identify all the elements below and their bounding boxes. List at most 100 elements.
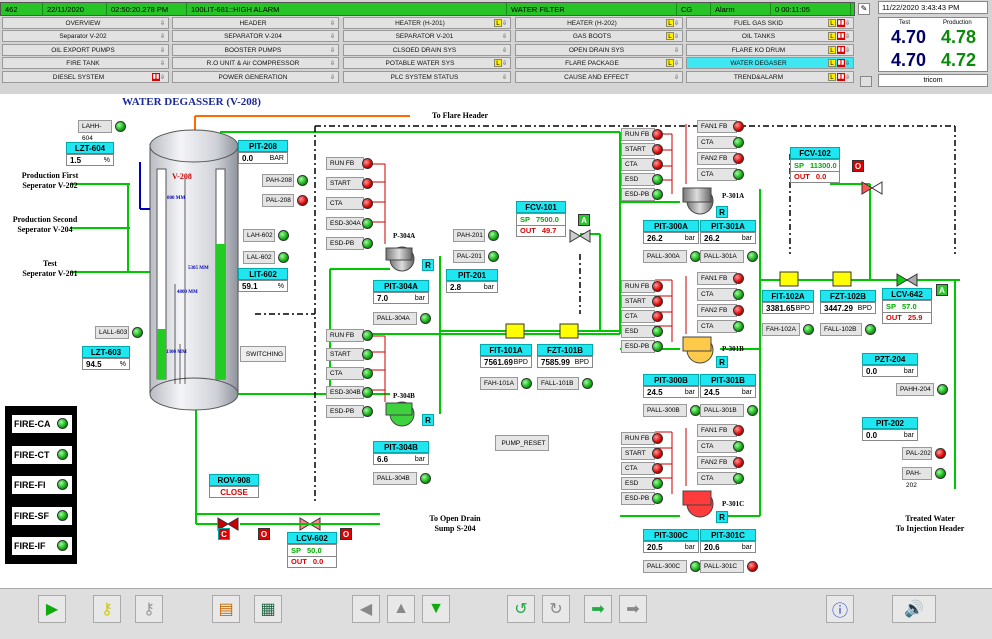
nav-diesel-system[interactable]: DIESEL SYSTEM▮▮⇩ (2, 71, 169, 83)
tag-pit-300a[interactable]: PIT-300A (643, 220, 699, 232)
key-disabled-icon[interactable]: ⚷ (135, 595, 163, 623)
forward-disabled-icon[interactable]: ➡ (619, 595, 647, 623)
mode-badge-fcv-102[interactable]: O (852, 160, 864, 172)
fan-301b-0[interactable]: FAN1 FB (697, 272, 737, 285)
indicator-fall-102b[interactable]: FALL-102B (820, 323, 862, 336)
status-301c-3[interactable]: ESD (621, 477, 655, 490)
status-304a-4[interactable]: ESD-PB (326, 237, 364, 250)
tag-pit-208[interactable]: PIT-208 (238, 140, 288, 152)
report-icon[interactable]: ▦ (254, 595, 282, 623)
status-301a-2[interactable]: CTA (621, 158, 655, 171)
status-301b-0[interactable]: RUN FB (621, 280, 655, 293)
tag-pit-202[interactable]: PIT-202 (862, 417, 918, 429)
indicator-pall-301a[interactable]: PALL-301A (700, 250, 744, 263)
fan-301a-3[interactable]: CTA (697, 168, 737, 181)
nav-arrow-icon[interactable]: ⇩ (673, 20, 679, 27)
redo-icon[interactable]: ↻ (542, 595, 570, 623)
indicator-pal-208[interactable]: PAL-208 (262, 194, 294, 207)
tag-pit-301b[interactable]: PIT-301B (700, 374, 756, 386)
fan-301c-0[interactable]: FAN1 FB (697, 424, 737, 437)
pump-mode-badge-0[interactable]: R (422, 259, 434, 271)
pump-mode-badge-4[interactable]: R (716, 511, 728, 523)
nav-arrow-icon[interactable]: ⇩ (159, 74, 165, 81)
indicator-lah-602[interactable]: LAH-602 (243, 229, 275, 242)
nav-oil-export-pumps[interactable]: OIL EXPORT PUMPS⇩ (2, 44, 169, 56)
nav-arrow-icon[interactable]: ⇩ (844, 74, 850, 81)
tag-pit-201[interactable]: PIT-201 (446, 269, 498, 281)
indicator-pall-301b[interactable]: PALL-301B (700, 404, 744, 417)
nav-arrow-icon[interactable]: ⇩ (501, 33, 507, 40)
nav-separator-v-201[interactable]: SEPARATOR V-201⇩ (343, 30, 511, 42)
nav-arrow-icon[interactable]: ⇩ (673, 74, 679, 81)
nav-arrow-icon[interactable]: ⇩ (844, 60, 850, 67)
nav-arrow-icon[interactable]: ⇩ (329, 60, 335, 67)
status-301a-1[interactable]: START (621, 143, 655, 156)
nav-arrow-icon[interactable]: ⇩ (329, 47, 335, 54)
nav-separator-v-202[interactable]: Separator V-202⇩ (2, 30, 169, 42)
tag-fit-101a[interactable]: FIT-101A (480, 344, 532, 356)
nav-arrow-icon[interactable]: ⇩ (673, 60, 679, 67)
nav-separator-v-204[interactable]: SEPARATOR V-204⇩ (172, 30, 339, 42)
indicator-pal-201[interactable]: PAL-201 (453, 250, 485, 263)
status-301a-0[interactable]: RUN FB (621, 128, 655, 141)
tag-rov-908[interactable]: ROV-908 (209, 474, 259, 486)
mode-badge-rov-908[interactable]: C (218, 528, 230, 540)
fan-301b-1[interactable]: CTA (697, 288, 737, 301)
status-304b-1[interactable]: START (326, 348, 364, 361)
nav-arrow-icon[interactable]: ⇩ (501, 74, 507, 81)
nav-header[interactable]: HEADER⇩ (172, 17, 339, 29)
indicator-fall-101b[interactable]: FALL-101B (537, 377, 579, 390)
indicator-pahh-204[interactable]: PAHH-204 (896, 383, 934, 396)
pump-mode-badge-1[interactable]: R (422, 414, 434, 426)
tag-pzt-204[interactable]: PZT-204 (862, 353, 918, 365)
mode-badge-lcv-602[interactable]: O (258, 528, 270, 540)
fan-301a-0[interactable]: FAN1 FB (697, 120, 737, 133)
status-304b-3[interactable]: ESD-304B (326, 386, 364, 399)
mode-badge-lcv-602[interactable]: O (340, 528, 352, 540)
status-304a-2[interactable]: CTA (326, 197, 364, 210)
indicator-lahh-604[interactable]: LAHH-604 (78, 120, 112, 142)
fire-fire-if[interactable]: FIRE-IF (11, 536, 73, 556)
tag-fit-102a[interactable]: FIT-102A (762, 290, 814, 302)
fire-fire-ct[interactable]: FIRE-CT (11, 444, 73, 465)
tag-pit-304b[interactable]: PIT-304B (373, 441, 429, 453)
indicator-pall-304b[interactable]: PALL-304B (373, 472, 417, 485)
play-icon[interactable]: ▶ (38, 595, 66, 623)
tag-pit-304a[interactable]: PIT-304A (373, 280, 429, 292)
nav-heater-h-201-[interactable]: HEATER (H-201)L⇩ (343, 17, 511, 29)
tag-pit-301a[interactable]: PIT-301A (700, 220, 756, 232)
next-screen-icon[interactable]: ➡ (584, 595, 612, 623)
status-301b-1[interactable]: START (621, 295, 655, 308)
status-301c-2[interactable]: CTA (621, 462, 655, 475)
status-301a-3[interactable]: ESD (621, 173, 655, 186)
indicator-pall-304a[interactable]: PALL-304A (373, 312, 417, 325)
fan-301c-1[interactable]: CTA (697, 440, 737, 453)
indicator-pall-301c[interactable]: PALL-301C (700, 560, 744, 573)
fan-301c-3[interactable]: CTA (697, 472, 737, 485)
fan-301a-2[interactable]: FAN2 FB (697, 152, 737, 165)
nav-open-drain-sys[interactable]: OPEN DRAIN SYS⇩ (515, 44, 683, 56)
tag-pit-301c[interactable]: PIT-301C (700, 529, 756, 541)
nav-arrow-icon[interactable]: ⇩ (844, 47, 850, 54)
tag-lcv-642[interactable]: LCV-642 (882, 288, 932, 300)
tag-lzt-603[interactable]: LZT-603 (82, 346, 130, 358)
nav-r-o-unit-air-compressor[interactable]: R.O UNIT & Air COMPRESSOR⇩ (172, 57, 339, 69)
nav-arrow-icon[interactable]: ⇩ (844, 33, 850, 40)
nav-arrow-icon[interactable]: ⇩ (501, 60, 507, 67)
switching-button[interactable]: SWITCHING (240, 346, 286, 362)
sound-icon[interactable]: 🔊 (892, 595, 936, 623)
indicator-lal-602[interactable]: LAL-602 (243, 251, 275, 264)
nav-arrow-icon[interactable]: ⇩ (159, 47, 165, 54)
pump-mode-badge-3[interactable]: R (716, 356, 728, 368)
status-301c-1[interactable]: START (621, 447, 655, 460)
nav-fire-tank[interactable]: FIRE TANK⇩ (2, 57, 169, 69)
